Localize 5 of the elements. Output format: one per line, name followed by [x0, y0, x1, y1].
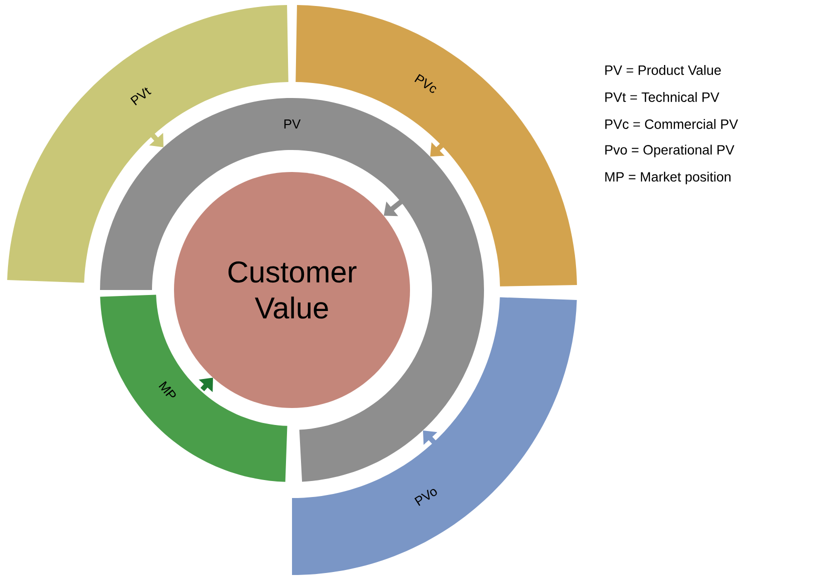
legend-text: PVt = Technical PV — [605, 92, 720, 102]
legend-text: MP = Market position — [605, 172, 730, 184]
legend-text: PVc = Commercial PV — [605, 119, 738, 129]
legend-text: PV = Product Value — [605, 65, 721, 75]
legend-text: Pvo = Operational PV — [605, 144, 734, 158]
